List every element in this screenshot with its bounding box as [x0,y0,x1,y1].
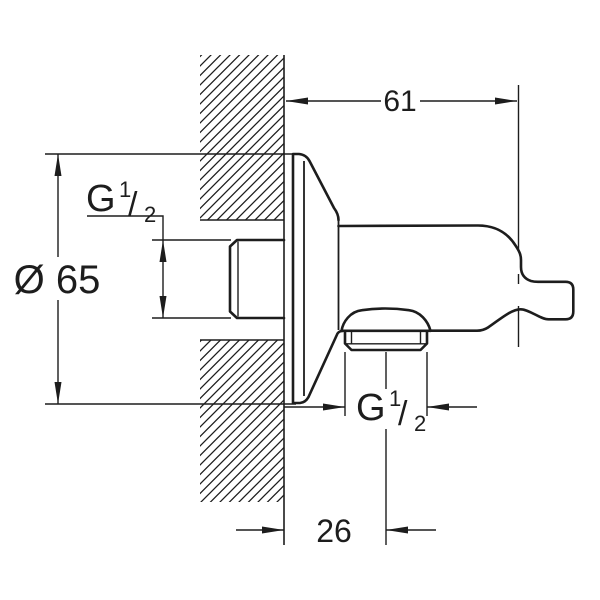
arrowhead-up [159,240,167,262]
dim-label-26: 26 [316,513,352,549]
arrowhead-up [54,154,62,176]
dim-label-thread-wall: G 1 / 2 [86,177,156,227]
wall-union-profile [228,152,575,405]
dim-label-thread-outlet: G 1 / 2 [356,386,426,436]
wall-hatch-upper [200,55,284,220]
outlet-collar [340,329,432,352]
dim-width-61: 61 [286,85,520,347]
body-and-holder-outline [337,224,575,332]
dim-offset-26: 26 [236,513,436,549]
flange-outline [291,152,344,405]
arrowhead-right [262,526,284,534]
arrowhead-left [386,526,408,534]
arrowhead-down [159,296,167,318]
dim-diameter-65: Ø 65 [14,153,296,405]
wall-section [200,55,285,545]
thread-block [228,238,286,320]
arrowhead-right [495,97,517,105]
arrowhead-left [323,403,345,411]
outlet-collar-detail [345,330,427,345]
dim-thread-wall: G 1 / 2 [86,177,231,319]
wall-hatch-lower [200,340,284,502]
outlet-dome [340,307,432,333]
arrowhead-down [54,382,62,404]
dim-label-61: 61 [383,85,416,118]
arrowhead-left [286,97,308,105]
arrowhead-right [427,403,449,411]
leader-line [87,215,164,318]
dim-thread-outlet: G 1 / 2 [284,352,477,545]
dim-label-diameter-65: Ø 65 [14,258,101,302]
